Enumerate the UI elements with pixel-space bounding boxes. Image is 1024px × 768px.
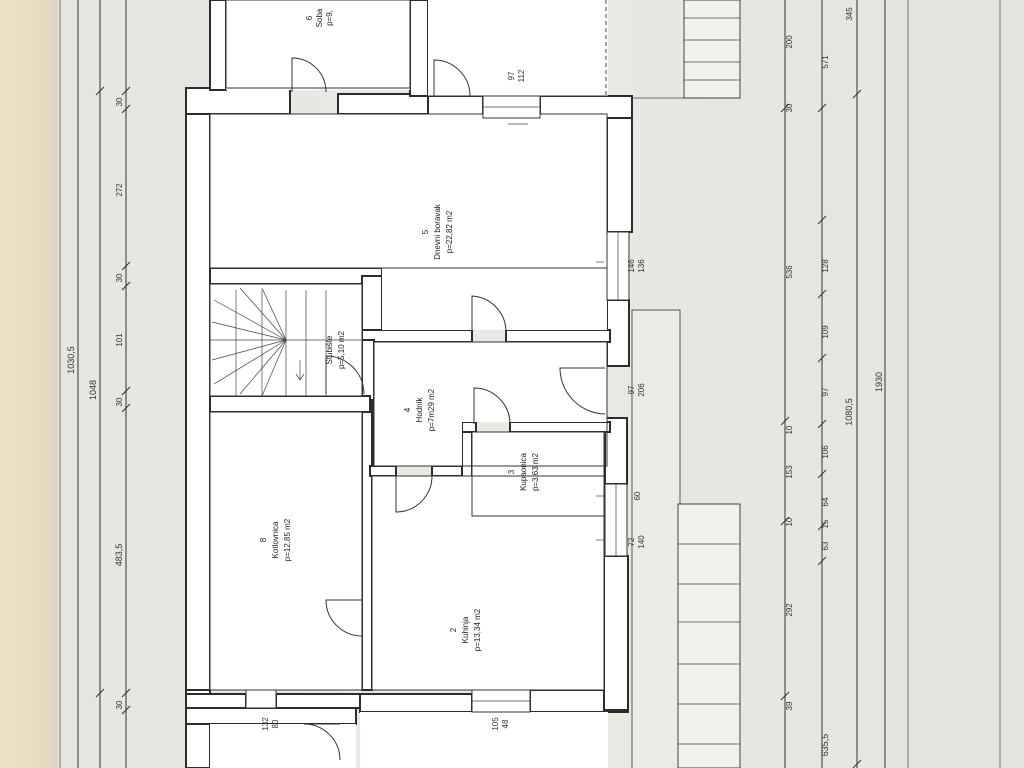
door-swing: [395, 475, 433, 513]
room-fills: [210, 0, 608, 768]
svg-text:p=12,85 m2: p=12,85 m2: [283, 518, 292, 561]
dim-label: 30: [115, 273, 124, 282]
svg-text:Hodnik: Hodnik: [415, 397, 424, 423]
dim-label: 30: [115, 97, 124, 106]
room-label-soba: 6 Soba p=9,: [305, 8, 334, 27]
door-swing: [559, 367, 606, 415]
dim-label: 97: [821, 387, 830, 396]
door-swing: [303, 723, 341, 761]
dim-label: 1048: [88, 380, 98, 400]
opening-labels: 97 112 146 136 97 206 60 72 140 132 80 1…: [261, 69, 646, 731]
svg-text:Kotlovnica: Kotlovnica: [271, 521, 280, 558]
dim-label: 80: [271, 719, 280, 728]
dimension-chain-right: [780, 0, 886, 768]
dim-label: 30: [785, 103, 794, 112]
door-swing: [291, 57, 327, 93]
dim-label: 48: [501, 719, 510, 728]
dim-label: 292: [785, 603, 794, 617]
dim-label: 1080,5: [844, 398, 854, 426]
dim-label: 97: [507, 71, 516, 80]
dim-label: 72: [627, 537, 636, 546]
opening-ticks: [508, 123, 604, 541]
svg-text:3: 3: [507, 469, 516, 474]
dim-label: 132: [261, 717, 270, 731]
door-swing: [471, 295, 507, 333]
dim-label: 635,5: [820, 734, 830, 757]
svg-text:p=7m29 m2: p=7m29 m2: [427, 388, 436, 431]
dim-label: 136: [637, 259, 646, 273]
dim-label: 97: [627, 385, 636, 394]
dim-label: 30: [115, 397, 124, 406]
dim-label: 345: [845, 7, 854, 21]
svg-text:Kuhinja: Kuhinja: [461, 616, 470, 643]
paper-edge: [0, 0, 58, 768]
svg-text:8: 8: [259, 537, 268, 542]
svg-text:4: 4: [403, 407, 412, 412]
dim-label: 112: [517, 69, 526, 82]
dim-label: 109: [821, 325, 830, 339]
dim-label: 10: [785, 517, 794, 526]
svg-text:p=5,10 m2: p=5,10 m2: [337, 330, 346, 369]
room-label-kuhinja: 2 Kuhinja p=13,34 m2: [449, 608, 482, 651]
door-swing: [433, 59, 471, 97]
dim-label: 60: [633, 491, 642, 500]
dim-label: 140: [637, 535, 646, 549]
dim-label: 10: [785, 425, 794, 434]
room-label-kotlovnica: 8 Kotlovnica p=12,85 m2: [259, 518, 292, 561]
dim-label: 63: [821, 541, 830, 550]
svg-text:Kupaonica: Kupaonica: [519, 453, 528, 491]
door-swing: [325, 355, 365, 395]
dim-label: 30: [115, 700, 124, 709]
dim-label: 1030,5: [66, 346, 76, 374]
room-label-stubiste: Stubište p=5,10 m2: [325, 330, 346, 369]
dimension-labels-right: 200 571 30 536 128 109 97 10 106 153 10 …: [785, 7, 884, 756]
room-label-hodnik: 4 Hodnik p=7m29 m2: [403, 388, 436, 431]
dim-label: 1930: [874, 372, 884, 392]
dim-label: 128: [821, 259, 830, 273]
svg-text:6: 6: [305, 15, 314, 20]
dim-label: 483,5: [114, 544, 124, 567]
room-labels: 6 Soba p=9, 5 Dnevni boravak p=22,82 m2 …: [259, 8, 540, 651]
exterior-steps: [605, 0, 741, 768]
doors: [291, 57, 606, 761]
dim-label: 101: [115, 333, 124, 347]
dim-label: 64: [821, 497, 830, 506]
dim-label: 146: [627, 259, 636, 273]
room-label-kupaonica: 3 Kupaonica p=3,63 m2: [507, 452, 540, 491]
dim-label: 272: [115, 183, 124, 197]
dim-label: 153: [785, 465, 794, 479]
dimension-labels-left: 1030,5 1048 483,5 30 272 30 101 30 30: [66, 97, 124, 709]
dim-label: 200: [785, 35, 794, 49]
dim-label: 105: [491, 717, 500, 731]
door-swing: [325, 599, 363, 637]
room-label-dnevni-boravak: 5 Dnevni boravak p=22,82 m2: [421, 203, 454, 260]
dim-label: 39: [785, 701, 794, 710]
svg-text:Stubište: Stubište: [325, 335, 334, 364]
door-swing: [473, 387, 511, 425]
dim-label: 571: [821, 55, 830, 69]
svg-text:p=22,82 m2: p=22,82 m2: [445, 210, 454, 253]
dimension-chain-left-outer: [77, 0, 131, 768]
svg-text:2: 2: [449, 627, 458, 632]
svg-text:p=3,63 m2: p=3,63 m2: [531, 452, 540, 491]
svg-text:Soba: Soba: [315, 8, 324, 27]
svg-text:5: 5: [421, 229, 430, 234]
dim-label: 536: [785, 265, 794, 279]
staircase: [210, 287, 362, 397]
dim-label: 106: [821, 445, 830, 459]
svg-text:Dnevni boravak: Dnevni boravak: [433, 203, 442, 260]
dim-label: 15: [821, 519, 830, 528]
dim-label: 206: [637, 383, 646, 397]
svg-text:p=9,: p=9,: [325, 10, 334, 26]
windows: [245, 95, 630, 713]
svg-text:p=13,34 m2: p=13,34 m2: [473, 608, 482, 651]
